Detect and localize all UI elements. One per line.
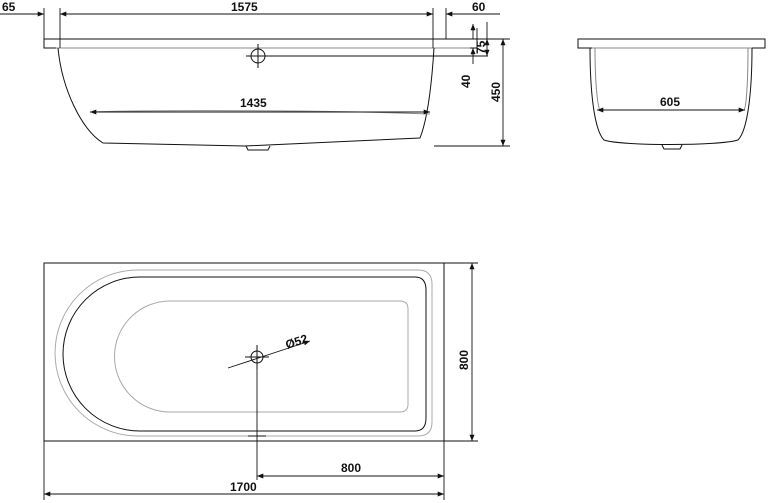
plan-view-outer-rim xyxy=(43,262,445,442)
side-view: 65 1575 60 75 40 450 1435 xyxy=(0,0,510,151)
dim-line-diameter xyxy=(227,340,311,369)
dim-drain-offset: 800 xyxy=(341,461,361,475)
dim-drain-diameter: Ø52 xyxy=(284,331,310,351)
dim-top-length: 1575 xyxy=(231,0,258,14)
dim-right-overhang: 60 xyxy=(472,0,486,14)
dim-rim-offset: 75 xyxy=(474,40,488,54)
side-view-foot xyxy=(245,145,271,151)
plan-view-rim-band xyxy=(54,269,433,437)
dim-total-height: 450 xyxy=(489,82,503,102)
dim-bottom-width: 605 xyxy=(660,95,680,109)
dim-bottom-length: 1435 xyxy=(240,96,267,110)
end-view-inner-wall xyxy=(594,47,601,111)
plan-view-basin-outline xyxy=(62,276,427,432)
dim-overflow-height: 40 xyxy=(459,74,473,88)
dim-left-overhang: 65 xyxy=(2,0,16,14)
end-view-rim xyxy=(577,38,766,49)
end-view-tub-body xyxy=(589,47,753,145)
plan-view-basin-floor xyxy=(114,300,409,413)
side-view-tub-body xyxy=(57,47,435,147)
end-view: 605 xyxy=(577,38,766,150)
side-view-rim xyxy=(43,38,478,49)
dim-length: 1700 xyxy=(230,480,257,494)
plan-view: Ø52 800 800 1700 xyxy=(43,262,478,500)
overflow-symbol xyxy=(246,44,270,68)
end-view-foot xyxy=(661,144,683,150)
dim-width: 800 xyxy=(457,350,471,370)
